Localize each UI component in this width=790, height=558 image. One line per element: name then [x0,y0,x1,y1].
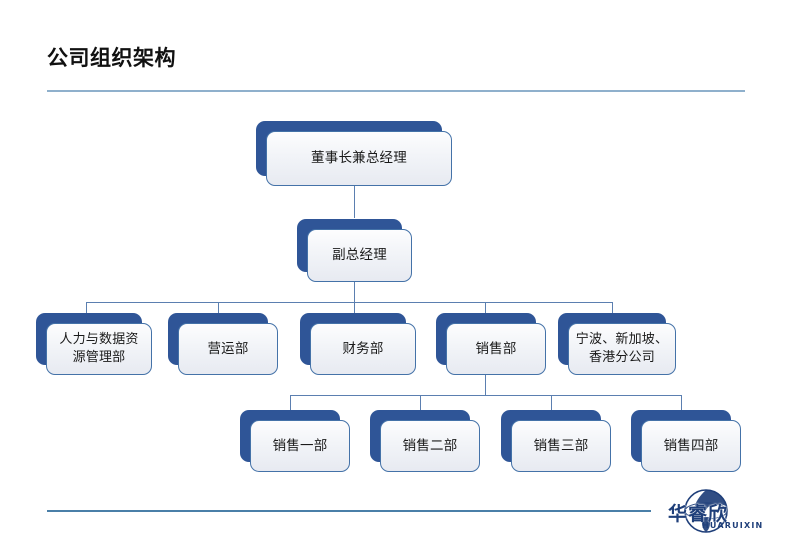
node-card: 销售一部 [250,420,350,472]
node-card: 副总经理 [307,229,412,282]
org-node-branches[interactable]: 宁波、新加坡、 香港分公司 [558,313,676,375]
node-card: 营运部 [178,323,278,375]
node-card: 人力与数据资 源管理部 [46,323,152,375]
org-node-finance[interactable]: 财务部 [300,313,416,375]
org-node-label: 销售二部 [402,437,458,454]
node-card: 销售四部 [641,420,741,472]
org-node-label: 销售三部 [533,437,589,454]
connector-drop-finance [354,302,355,315]
node-card: 财务部 [310,323,416,375]
connector-level3-bus [86,302,613,303]
connector-drop-sales-4 [681,395,682,410]
connector-drop-sales-1 [290,395,291,410]
connector-drop-sales-3 [551,395,552,410]
node-card: 销售二部 [380,420,480,472]
org-node-label: 销售部 [475,340,517,357]
logo-english-name: HUARUIXIN [702,521,764,530]
node-card: 销售部 [446,323,546,375]
org-node-sales[interactable]: 销售部 [436,313,546,375]
org-node-sales-2[interactable]: 销售二部 [370,410,480,472]
org-node-operations[interactable]: 营运部 [168,313,278,375]
org-node-label: 副总经理 [332,247,387,264]
node-card: 董事长兼总经理 [266,131,452,186]
header-divider [47,90,745,92]
org-node-sales-3[interactable]: 销售三部 [501,410,611,472]
connector-drop-sales [485,302,486,315]
org-node-chairman[interactable]: 董事长兼总经理 [256,121,452,186]
node-card: 宁波、新加坡、 香港分公司 [568,323,676,375]
org-node-label: 营运部 [207,340,249,357]
org-node-sales-4[interactable]: 销售四部 [631,410,741,472]
footer-divider [47,510,651,512]
org-node-hr-data[interactable]: 人力与数据资 源管理部 [36,313,152,375]
org-node-label: 销售一部 [272,437,328,454]
company-logo: 华睿欣 HUARUIXIN [660,487,772,541]
node-card: 销售三部 [511,420,611,472]
org-node-sales-1[interactable]: 销售一部 [240,410,350,472]
connector-drop-branches [612,302,613,315]
org-node-vice-gm[interactable]: 副总经理 [297,219,412,282]
connector-drop-sales-2 [420,395,421,410]
logo-chinese-name: 华睿欣 [668,503,729,525]
connector-level4-bus [290,395,681,396]
org-node-label: 董事长兼总经理 [311,150,407,167]
org-node-label: 财务部 [342,340,384,357]
connector-drop-operations [218,302,219,315]
org-node-label: 宁波、新加坡、 香港分公司 [575,332,669,365]
org-node-label: 人力与数据资 源管理部 [59,332,139,365]
page-title: 公司组织架构 [47,46,176,70]
connector-vicegm-drop [354,282,355,303]
connector-sales-drop [485,375,486,396]
org-node-label: 销售四部 [663,437,719,454]
globe-icon [684,489,728,533]
connector-chairman-to-vicegm [354,186,355,218]
connector-drop-hr-data [86,302,87,315]
